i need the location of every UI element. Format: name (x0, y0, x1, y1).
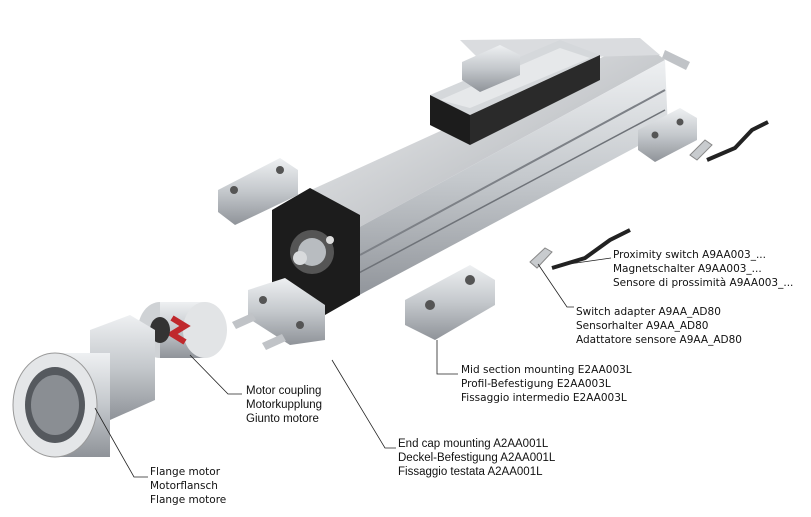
end-cap-mounting-part (248, 278, 325, 345)
motor-coupling-part (138, 302, 227, 358)
label-en: End cap mounting A2AA001L (398, 438, 549, 450)
label-de: Profil-Befestigung E2AA003L (461, 378, 611, 390)
label-it: Fissaggio intermedio E2AA003L (461, 392, 627, 404)
end-cap-mounting-label: End cap mounting A2AA001L Deckel-Befesti… (398, 437, 555, 479)
label-en: Mid section mounting E2AA003L (461, 364, 632, 376)
label-en: Switch adapter A9AA_AD80 (576, 306, 721, 318)
screws (232, 50, 690, 350)
leader-lines (94, 257, 612, 478)
proximity-switch-part (551, 120, 769, 270)
carriage (430, 40, 600, 145)
label-de: Magnetschalter A9AA003_... (613, 263, 762, 275)
switch-adapter-part (529, 139, 713, 269)
label-de: Deckel-Befestigung A2AA001L (398, 452, 556, 464)
label-en: Motor coupling (246, 385, 322, 397)
label-de: Motorkupplung (246, 399, 323, 411)
flange-motor-label: Flange motor Motorflansch Flange motore (150, 465, 226, 507)
label-de: Sensorhalter A9AA_AD80 (576, 320, 709, 332)
upper-mount-block (218, 158, 298, 225)
mid-section-mounting-part (405, 265, 495, 340)
label-it: Fissaggio testata A2AA001L (398, 466, 543, 478)
rear-top-mount-block (462, 45, 520, 92)
label-it: Flange motore (150, 494, 227, 506)
flange-motor-part (12, 315, 155, 458)
label-en: Flange motor (150, 466, 221, 478)
switch-adapter-label: Switch adapter A9AA_AD80 Sensorhalter A9… (576, 305, 742, 347)
label-it: Giunto motore (246, 413, 319, 425)
mid-section-mounting-label: Mid section mounting E2AA003L Profil-Bef… (461, 363, 632, 405)
motor-coupling-label: Motor coupling Motorkupplung Giunto moto… (246, 384, 322, 426)
proximity-switch-label: Proximity switch A9AA003_... Magnetschal… (613, 248, 793, 290)
rear-mount-block (638, 108, 697, 162)
end-cap (272, 188, 360, 315)
label-it: Sensore di prossimità A9AA003_... (613, 277, 794, 289)
label-it: Adattatore sensore A9AA_AD80 (576, 334, 742, 346)
label-de: Motorflansch (150, 480, 218, 492)
label-en: Proximity switch A9AA003_... (613, 249, 766, 261)
